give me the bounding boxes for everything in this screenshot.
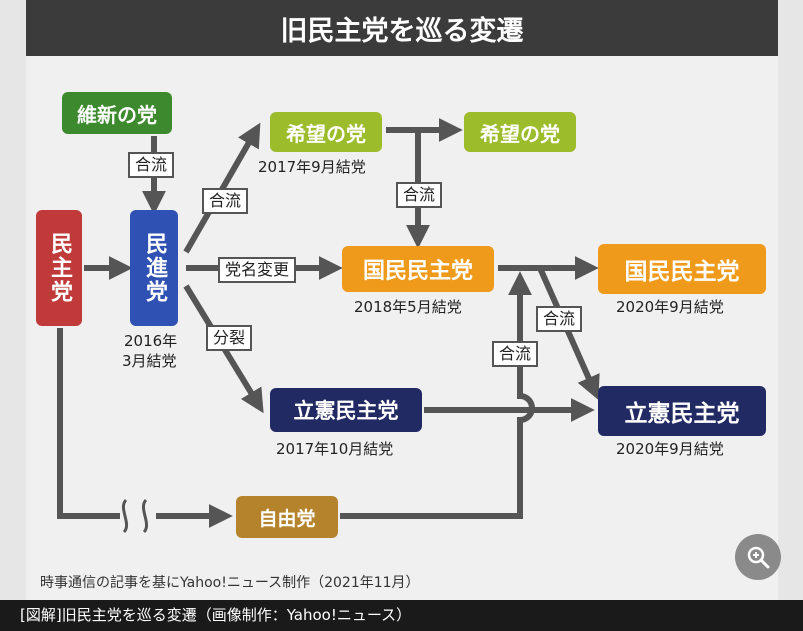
event-merge-kokumin-rikken: 合流	[536, 306, 583, 332]
event-merge-kibou: 合流	[202, 188, 249, 214]
right-margin	[778, 0, 803, 600]
party-kokumin-2020: 国民民主党	[598, 244, 766, 294]
party-rikken-2020: 立憲民主党	[598, 386, 766, 436]
event-merge-kibou-kokumin: 合流	[396, 182, 443, 208]
event-split: 分裂	[206, 325, 253, 351]
date-kibou: 2017年9月結党	[258, 158, 366, 176]
party-minshu: 民主党	[36, 210, 82, 326]
party-kibou-successor: 希望の党	[464, 112, 576, 152]
date-kokumin-2018: 2018年5月結党	[354, 298, 462, 316]
line-break-mark	[121, 498, 149, 534]
event-merge-ishin: 合流	[128, 152, 175, 178]
party-ishin: 維新の党	[62, 92, 172, 134]
source-credit: 時事通信の記事を基にYahoo!ニュース制作（2021年11月）	[40, 575, 420, 591]
image-caption: [図解]旧民主党を巡る変遷（画像制作：Yahoo!ニュース）	[0, 600, 803, 631]
arrow-jiyu-to-kokumin	[340, 271, 535, 519]
zoom-button[interactable]	[735, 534, 781, 580]
left-margin	[0, 0, 26, 600]
event-merge-jiyu: 合流	[492, 341, 539, 367]
date-kokumin-2020: 2020年9月結党	[616, 298, 724, 316]
event-rename: 党名変更	[218, 257, 297, 283]
party-minshin: 民進党	[130, 210, 178, 326]
date-rikken-2020: 2020年9月結党	[616, 440, 724, 458]
zoom-in-icon	[747, 546, 770, 569]
diagram-title: 旧民主党を巡る変遷	[26, 0, 778, 56]
party-jiyu: 自由党	[236, 496, 338, 538]
party-kibou-2017: 希望の党	[270, 112, 382, 152]
party-kokumin-2018: 国民民主党	[342, 246, 494, 292]
date-rikken-2017: 2017年10月結党	[276, 440, 394, 458]
party-rikken-2017: 立憲民主党	[270, 388, 422, 432]
date-minshin-month: 3月結党	[122, 352, 177, 370]
date-minshin-year: 2016年	[124, 332, 178, 350]
arrow-minshu-to-jiyu	[57, 328, 120, 519]
